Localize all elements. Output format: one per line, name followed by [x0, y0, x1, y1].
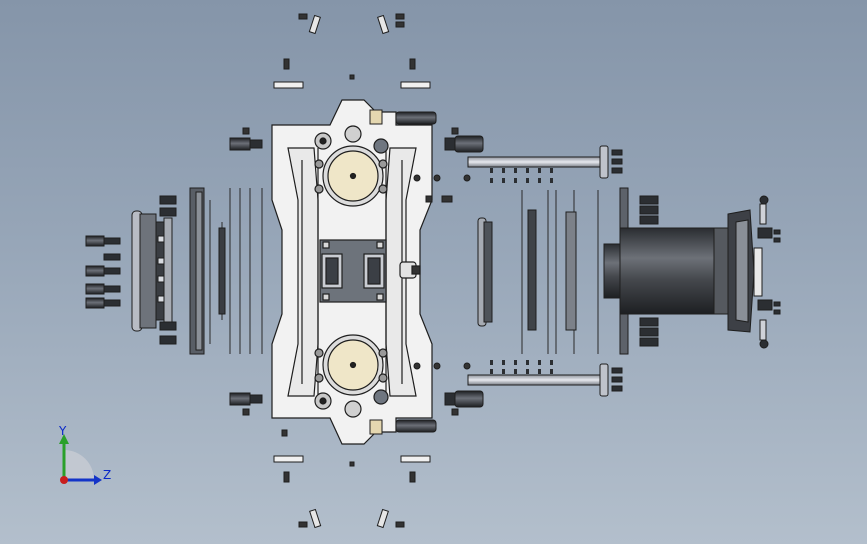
lower-bore — [314, 334, 389, 418]
right-motor — [603, 195, 781, 349]
left-side-bolts — [229, 127, 263, 416]
guide-rods — [467, 145, 623, 397]
axis-y-label: Y — [59, 424, 67, 438]
center-slide-block — [319, 239, 421, 303]
top-pins — [273, 58, 431, 89]
triad-axes — [59, 434, 102, 485]
left-flange-group — [85, 187, 263, 355]
bottom-pins — [273, 429, 431, 483]
axis-z-label: Z — [103, 468, 112, 482]
orientation-triad[interactable]: Y Z — [40, 420, 120, 500]
bottom-screws — [298, 508, 405, 529]
pin-row — [490, 168, 553, 374]
top-screws — [298, 13, 405, 35]
housing-long-bolts — [369, 109, 437, 435]
right-side-bolts — [413, 127, 484, 416]
upper-bore — [314, 125, 389, 207]
